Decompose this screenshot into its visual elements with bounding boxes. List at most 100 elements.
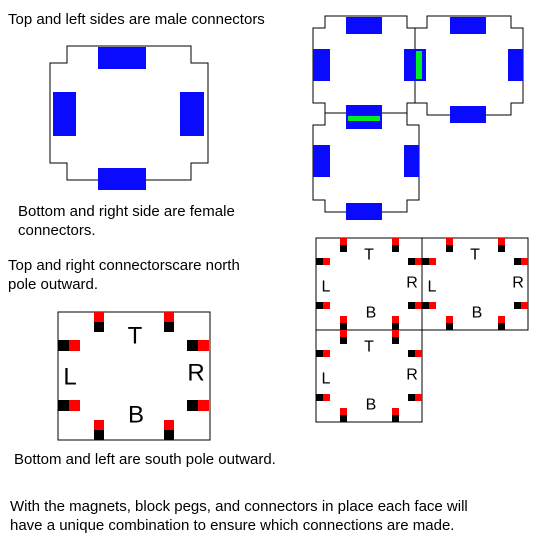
magnet-large-bottom-right-north bbox=[164, 420, 174, 430]
connector-top bbox=[98, 47, 146, 69]
magnet-small-top-right-right-upper-south bbox=[514, 258, 521, 265]
magnet-square-small-bottom-left bbox=[315, 329, 423, 423]
magnet-small-bottom-left-right-upper-south bbox=[408, 350, 415, 357]
tile-outline-top-right bbox=[414, 15, 524, 116]
connector-tl-bottom bbox=[346, 105, 382, 118]
magnet-small-bottom-left-top-left-north bbox=[340, 330, 347, 337]
magnet-large-bottom-left-south bbox=[94, 430, 104, 440]
magnet-small-top-right-right-lower-south bbox=[514, 302, 521, 309]
tile-outline-bottom-left bbox=[312, 112, 420, 213]
magnet-small-top-left-bottom-right-north bbox=[392, 316, 399, 323]
magnet-square-small-top-left bbox=[315, 237, 423, 331]
magnet-small-top-left-right-upper-north bbox=[415, 258, 422, 265]
magnet-small-bottom-left-right-lower-north bbox=[415, 394, 422, 401]
magnet-small-top-left-left-upper-south bbox=[316, 258, 323, 265]
magnet-large-bottom-right-south bbox=[164, 430, 174, 440]
face-label-large-bottom: B bbox=[128, 402, 144, 429]
magnet-large-right-upper-south bbox=[187, 340, 198, 351]
magnet-small-top-right-right-lower-north bbox=[521, 302, 528, 309]
connector-bottom bbox=[98, 168, 146, 190]
caption-female-connectors-line1: Bottom and right side are female bbox=[18, 203, 235, 220]
magnet-small-bottom-left-bottom-right-north bbox=[392, 408, 399, 415]
magnet-small-bottom-left-top-right-south bbox=[392, 337, 399, 344]
magnet-large-top-right-north bbox=[164, 312, 174, 322]
magnet-small-top-left-left-lower-south bbox=[316, 302, 323, 309]
connector-tl-top bbox=[346, 17, 382, 34]
mated-connector-vertical bbox=[416, 51, 422, 79]
magnet-small-bottom-left-left-upper-north bbox=[323, 350, 330, 357]
connector-tr-right bbox=[508, 49, 523, 81]
face-label-large-right: R bbox=[187, 360, 204, 387]
magnet-large-left-upper-north bbox=[69, 340, 80, 351]
magnet-small-top-right-left-lower-south bbox=[422, 302, 429, 309]
face-label-small-top-right-right: R bbox=[512, 275, 524, 292]
magnet-small-top-left-right-upper-south bbox=[408, 258, 415, 265]
magnet-large-bottom-left-north bbox=[94, 420, 104, 430]
face-label-large-top: T bbox=[128, 323, 143, 350]
face-label-large-left: L bbox=[63, 364, 76, 391]
magnet-small-top-left-right-lower-north bbox=[415, 302, 422, 309]
magnet-small-top-left-top-left-north bbox=[340, 238, 347, 245]
magnet-small-bottom-left-left-upper-south bbox=[316, 350, 323, 357]
face-label-small-bottom-left-top: T bbox=[364, 339, 374, 356]
magnet-small-bottom-left-top-right-north bbox=[392, 330, 399, 337]
magnet-small-bottom-left-bottom-right-south bbox=[392, 415, 399, 422]
face-label-small-top-left-right: R bbox=[406, 275, 418, 292]
magnet-small-top-right-right-upper-north bbox=[521, 258, 528, 265]
connector-tr-top bbox=[450, 17, 486, 34]
magnet-small-top-left-right-lower-south bbox=[408, 302, 415, 309]
magnet-small-bottom-left-bottom-left-south bbox=[340, 415, 347, 422]
face-label-small-top-left-left: L bbox=[322, 279, 331, 296]
magnet-small-top-right-bottom-right-north bbox=[498, 316, 505, 323]
magnet-small-bottom-left-left-lower-north bbox=[323, 394, 330, 401]
magnet-large-left-upper-south bbox=[58, 340, 69, 351]
face-label-small-bottom-left-bottom: B bbox=[366, 397, 377, 414]
caption-female-connectors-line2: connectors. bbox=[18, 222, 96, 239]
magnet-large-top-left-south bbox=[94, 322, 104, 332]
caption-north-pole-line1: Top and right connectorscare north bbox=[8, 257, 240, 274]
magnet-small-top-left-top-right-south bbox=[392, 245, 399, 252]
magnet-small-top-left-bottom-left-north bbox=[340, 316, 347, 323]
magnet-small-top-left-top-right-north bbox=[392, 238, 399, 245]
magnet-large-right-lower-north bbox=[198, 400, 209, 411]
magnet-small-top-left-bottom-right-south bbox=[392, 323, 399, 330]
magnet-small-top-right-top-right-south bbox=[498, 245, 505, 252]
connector-bl-bottom bbox=[346, 203, 382, 220]
magnet-small-bottom-left-top-left-south bbox=[340, 337, 347, 344]
face-label-small-bottom-left-left: L bbox=[322, 371, 331, 388]
magnet-small-top-left-left-upper-north bbox=[323, 258, 330, 265]
face-label-small-top-right-top: T bbox=[470, 247, 480, 264]
magnet-small-top-right-top-left-south bbox=[446, 245, 453, 252]
magnet-small-bottom-left-left-lower-south bbox=[316, 394, 323, 401]
magnet-large-top-right-south bbox=[164, 322, 174, 332]
caption-footer-line1: With the magnets, block pegs, and connec… bbox=[10, 498, 468, 515]
connector-right bbox=[180, 92, 204, 136]
magnet-small-top-right-top-right-north bbox=[498, 238, 505, 245]
magnet-large-left-lower-south bbox=[58, 400, 69, 411]
magnet-small-top-right-left-upper-north bbox=[429, 258, 436, 265]
magnet-small-top-right-top-left-north bbox=[446, 238, 453, 245]
caption-male-connectors: Top and left sides are male connectors bbox=[8, 11, 265, 28]
magnet-large-right-lower-south bbox=[187, 400, 198, 411]
magnet-large-right-upper-north bbox=[198, 340, 209, 351]
connector-bl-right bbox=[404, 145, 419, 177]
magnet-small-top-left-bottom-left-south bbox=[340, 323, 347, 330]
magnet-small-top-left-top-left-south bbox=[340, 245, 347, 252]
face-label-small-top-left-top: T bbox=[364, 247, 374, 264]
magnet-small-top-right-left-lower-north bbox=[429, 302, 436, 309]
caption-footer-line2: have a unique combination to ensure whic… bbox=[10, 517, 455, 534]
connector-tr-bottom bbox=[450, 106, 486, 123]
magnet-small-top-right-left-upper-south bbox=[422, 258, 429, 265]
magnet-square-large bbox=[57, 311, 211, 441]
magnet-small-top-right-bottom-right-south bbox=[498, 323, 505, 330]
mated-connector-horizontal bbox=[348, 116, 380, 121]
caption-south-pole: Bottom and left are south pole outward. bbox=[14, 451, 276, 468]
magnet-small-bottom-left-bottom-left-north bbox=[340, 408, 347, 415]
connector-left bbox=[53, 92, 76, 136]
magnet-square-small-top-right bbox=[421, 237, 529, 331]
magnet-small-top-left-left-lower-north bbox=[323, 302, 330, 309]
face-label-small-top-right-left: L bbox=[428, 279, 437, 296]
connector-tl-left bbox=[313, 49, 330, 81]
magnet-small-top-right-bottom-left-south bbox=[446, 323, 453, 330]
